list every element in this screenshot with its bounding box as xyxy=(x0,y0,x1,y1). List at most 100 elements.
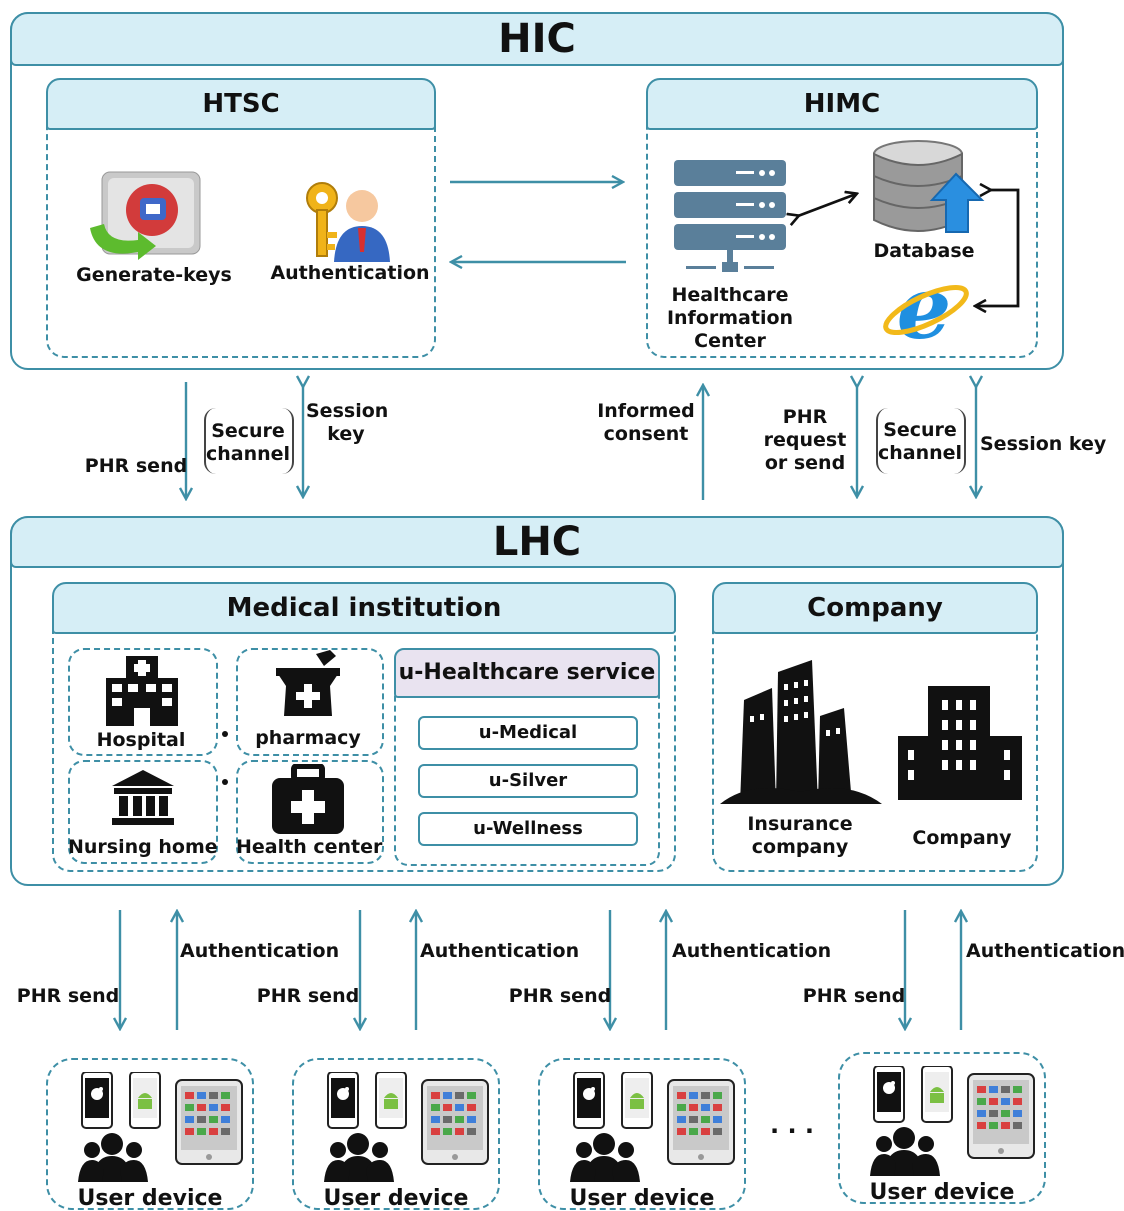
hospital-box xyxy=(68,648,218,756)
android-phone-icon xyxy=(921,1066,953,1123)
device1-auth-label: Authentication xyxy=(180,940,340,962)
server-db-arrow xyxy=(798,194,856,216)
android-phone-icon xyxy=(375,1072,407,1129)
session-key-right-label: Session key xyxy=(980,433,1107,455)
separator-dots xyxy=(222,731,228,785)
service-u-medical: u-Medical xyxy=(418,716,638,750)
device3-phr-label: PHR send xyxy=(508,985,612,1007)
device4-phr-label: PHR send xyxy=(802,985,906,1007)
center-label-2: Information xyxy=(666,307,794,329)
center-label-3: Center xyxy=(694,330,766,352)
session-key-label-2: key xyxy=(327,423,365,445)
tablet-icon xyxy=(967,1073,1035,1159)
user-device-box-4: User device xyxy=(838,1052,1046,1204)
center-label-1: Healthcare xyxy=(671,284,789,306)
users-icon xyxy=(324,1133,394,1182)
medical-header: Medical institution xyxy=(52,582,676,634)
health-center-label: Health center xyxy=(236,836,383,858)
htsc-header: HTSC xyxy=(46,78,436,130)
himc-box: HIMC xyxy=(646,78,1038,358)
tablet-icon xyxy=(667,1079,735,1165)
user-device-box-2: User device xyxy=(292,1058,500,1210)
secure-channel-label-2: channel xyxy=(206,443,291,465)
secure-channel-label-1: Secure xyxy=(211,420,285,442)
apple-phone-icon xyxy=(327,1072,359,1129)
medical-title: Medical institution xyxy=(226,593,502,623)
users-icon xyxy=(870,1127,940,1176)
user-device-label: User device xyxy=(869,1180,1015,1205)
user-device-icons xyxy=(324,1072,489,1182)
apple-phone-icon xyxy=(573,1072,605,1129)
users-icon xyxy=(570,1133,640,1182)
nursing-home-box xyxy=(68,760,218,864)
hospital-icon xyxy=(106,656,178,726)
device-ellipsis: · · · xyxy=(769,1117,815,1145)
device3-auth-label: Authentication xyxy=(672,940,832,962)
company-title: Company xyxy=(807,593,943,623)
phr-request-label-3: or send xyxy=(764,452,846,474)
hic-title: HIC xyxy=(498,16,576,62)
pharmacy-label: pharmacy xyxy=(255,727,361,749)
tablet-icon xyxy=(175,1079,243,1165)
secure-channel-bracket xyxy=(204,408,294,474)
insurance-label-1: Insurance xyxy=(747,813,853,835)
users-icon xyxy=(78,1133,148,1182)
nursing-home-icon xyxy=(112,770,174,825)
company-box: Company xyxy=(712,582,1038,872)
browser-icon: e xyxy=(883,272,969,346)
user-device-icons xyxy=(570,1072,735,1182)
himc-header: HIMC xyxy=(646,78,1038,130)
phr-send-label: PHR send xyxy=(84,455,188,477)
nursing-home-label: Nursing home xyxy=(68,836,218,858)
company-label: Company xyxy=(912,827,1012,849)
authentication-icon xyxy=(306,182,390,262)
user-device-icons xyxy=(78,1072,243,1182)
service-u-wellness: u-Wellness xyxy=(418,812,638,846)
pharmacy-box xyxy=(236,648,384,756)
database-icon xyxy=(873,140,985,233)
health-center-icon xyxy=(272,764,344,834)
session-key-label-1: Session xyxy=(306,400,389,422)
android-phone-icon xyxy=(621,1072,653,1129)
database-label: Database xyxy=(873,240,975,262)
informed-consent-label-1: Informed xyxy=(597,400,695,422)
secure-channel-right-label-2: channel xyxy=(878,442,963,464)
apple-phone-icon xyxy=(873,1066,905,1123)
htsc-title: HTSC xyxy=(202,89,280,119)
tablet-icon xyxy=(421,1079,489,1165)
insurance-buildings-icon xyxy=(720,660,882,804)
company-header: Company xyxy=(712,582,1038,634)
user-device-icons xyxy=(870,1066,1035,1176)
db-browser-arrow xyxy=(976,190,1020,306)
user-device-label: User device xyxy=(77,1186,223,1211)
u-healthcare-header: u-Healthcare service xyxy=(394,648,660,698)
pharmacy-icon xyxy=(276,650,340,716)
authentication-label: Authentication xyxy=(270,262,430,284)
u-healthcare-title: u-Healthcare service xyxy=(398,660,656,685)
hic-header: HIC xyxy=(10,12,1064,66)
htsc-box: HTSC xyxy=(46,78,436,358)
secure-channel-right-bracket xyxy=(876,408,966,474)
device4-auth-label: Authentication xyxy=(966,940,1124,962)
company-building-icon xyxy=(898,686,1022,800)
insurance-label-2: company xyxy=(751,836,849,858)
himc-title: HIMC xyxy=(803,89,881,119)
device1-phr-label: PHR send xyxy=(16,985,120,1007)
device2-auth-label: Authentication xyxy=(420,940,580,962)
device2-phr-label: PHR send xyxy=(256,985,360,1007)
phr-request-label-1: PHR xyxy=(782,406,828,428)
informed-consent-label-2: consent xyxy=(603,423,689,445)
lhc-header: LHC xyxy=(10,516,1064,568)
user-device-label: User device xyxy=(323,1186,469,1211)
service-u-silver: u-Silver xyxy=(418,764,638,798)
phr-request-label-2: request xyxy=(763,429,847,451)
secure-channel-right-label-1: Secure xyxy=(883,419,957,441)
medical-box: Medical institution xyxy=(52,582,676,872)
hospital-label: Hospital xyxy=(96,729,186,751)
server-icon xyxy=(674,160,786,272)
lhc-title: LHC xyxy=(492,519,582,565)
user-device-box-3: User device xyxy=(538,1058,746,1210)
health-center-box xyxy=(236,760,384,864)
generate-keys-icon xyxy=(90,171,201,260)
